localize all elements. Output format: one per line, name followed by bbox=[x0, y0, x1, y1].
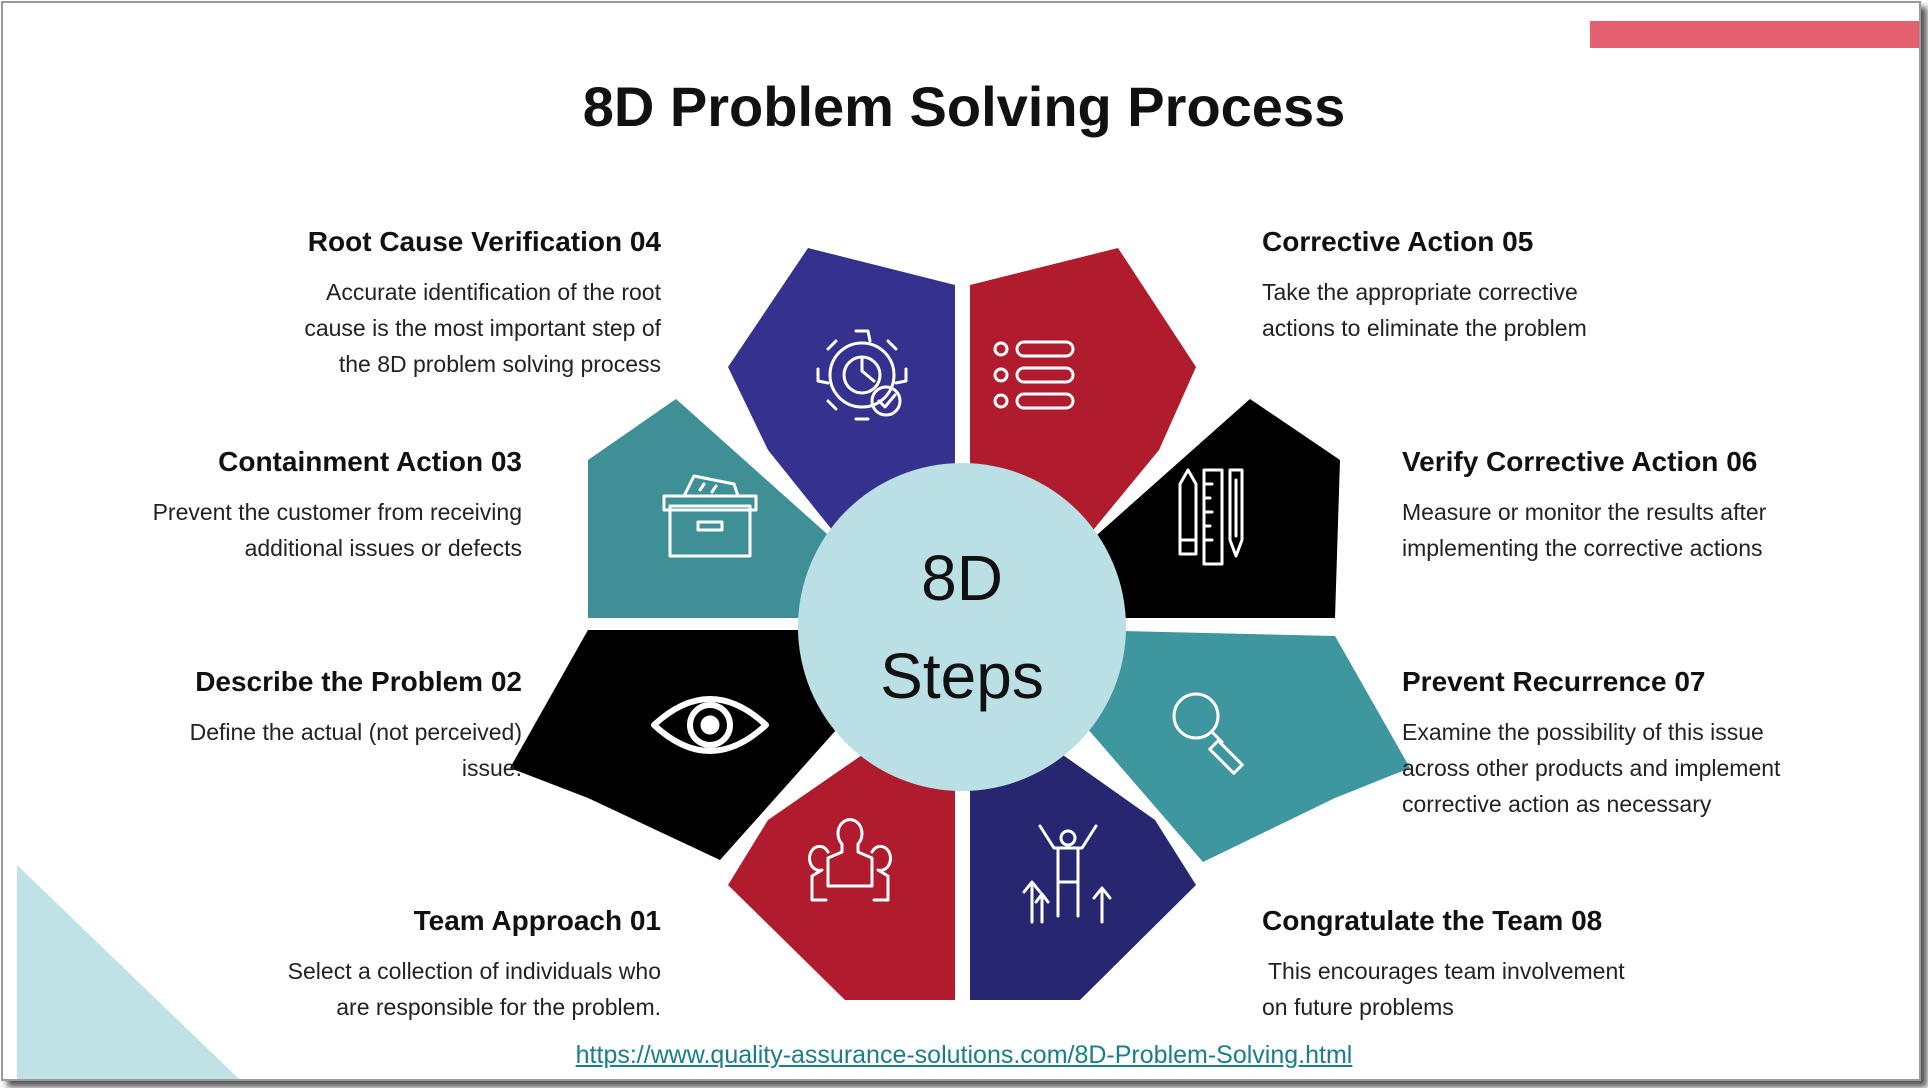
hub-label-line1: 8D bbox=[921, 542, 1003, 614]
step-03: Containment Action 03 Prevent the custom… bbox=[102, 446, 522, 566]
box-icon bbox=[662, 474, 758, 558]
step-07-text-line: corrective action as necessary bbox=[1402, 791, 1712, 817]
step-07-text-line: Examine the possibility of this issue bbox=[1402, 719, 1764, 745]
step-03-text-line: additional issues or defects bbox=[244, 535, 522, 561]
step-04-text-line: cause is the most important step of bbox=[304, 315, 661, 341]
step-02-title: Describe the Problem 02 bbox=[195, 666, 522, 697]
step-04-text-line: the 8D problem solving process bbox=[338, 351, 661, 377]
magnifier-icon bbox=[1172, 692, 1244, 775]
step-04-title: Root Cause Verification 04 bbox=[307, 226, 661, 257]
step-05-text-line: Take the appropriate corrective bbox=[1262, 279, 1578, 305]
hub-label-line2: Steps bbox=[880, 640, 1044, 712]
petal-step-06 bbox=[1080, 399, 1340, 618]
tools-icon bbox=[1178, 468, 1244, 566]
petal-step-08 bbox=[970, 755, 1196, 1000]
step-03-title: Containment Action 03 bbox=[218, 446, 522, 477]
step-08: Congratulate the Team 08 This encourages… bbox=[1262, 905, 1682, 1025]
step-08-text-line: on future problems bbox=[1262, 994, 1454, 1020]
step-08-text-line: This encourages team involvement bbox=[1262, 958, 1625, 984]
corner-triangle bbox=[17, 865, 239, 1079]
accent-bar bbox=[1590, 21, 1919, 48]
step-06-text-line: implementing the corrective actions bbox=[1402, 535, 1763, 561]
step-05: Corrective Action 05 Take the appropriat… bbox=[1262, 226, 1682, 346]
step-07-text-line: across other products and implement bbox=[1402, 755, 1781, 781]
step-01-title: Team Approach 01 bbox=[413, 905, 661, 936]
step-02: Describe the Problem 02 Define the actua… bbox=[102, 666, 522, 786]
petal-step-01 bbox=[728, 755, 955, 1000]
step-01-text-line: Select a collection of individuals who bbox=[287, 958, 661, 984]
petal-step-07 bbox=[1080, 630, 1410, 862]
step-01-text-line: are responsible for the problem. bbox=[336, 994, 661, 1020]
petal-step-04 bbox=[728, 248, 955, 546]
page-title: 8D Problem Solving Process bbox=[582, 75, 1346, 138]
petal-step-05 bbox=[970, 248, 1196, 546]
step-05-text-line: actions to eliminate the problem bbox=[1262, 315, 1587, 341]
hub-circle bbox=[798, 463, 1126, 791]
eye-icon bbox=[651, 696, 769, 754]
step-08-title: Congratulate the Team 08 bbox=[1262, 905, 1603, 936]
list-icon bbox=[993, 340, 1075, 410]
step-01: Team Approach 01 Select a collection of … bbox=[241, 905, 661, 1025]
step-03-text-line: Prevent the customer from receiving bbox=[152, 499, 522, 525]
step-05-title: Corrective Action 05 bbox=[1262, 226, 1534, 257]
celebrate-icon bbox=[1022, 824, 1112, 924]
gear-check-icon bbox=[816, 329, 908, 421]
step-06-text-line: Measure or monitor the results after bbox=[1402, 499, 1767, 525]
step-07-title: Prevent Recurrence 07 bbox=[1402, 666, 1706, 697]
step-07: Prevent Recurrence 07 Examine the possib… bbox=[1402, 666, 1822, 822]
step-04: Root Cause Verification 04 Accurate iden… bbox=[241, 226, 661, 382]
step-04-text-line: Accurate identification of the root bbox=[326, 279, 661, 305]
step-06-title: Verify Corrective Action 06 bbox=[1402, 446, 1758, 477]
source-link[interactable]: https://www.quality-assurance-solutions.… bbox=[575, 1041, 1353, 1069]
step-02-text-line: issue. bbox=[461, 755, 522, 781]
team-icon bbox=[808, 818, 892, 902]
step-06: Verify Corrective Action 06 Measure or m… bbox=[1402, 446, 1822, 566]
step-02-text-line: Define the actual (not perceived) bbox=[189, 719, 522, 745]
